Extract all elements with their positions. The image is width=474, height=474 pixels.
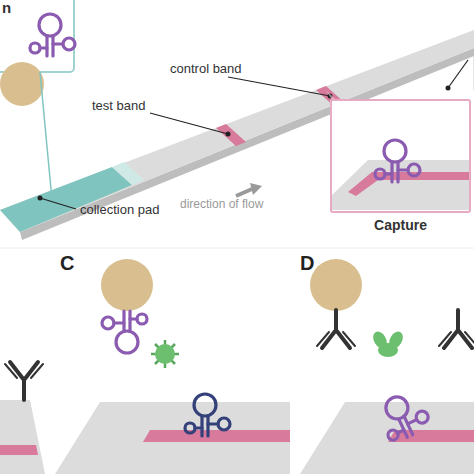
collection-pad bbox=[0, 167, 132, 232]
aptamer bbox=[102, 311, 147, 353]
strip bbox=[0, 30, 474, 232]
virus bbox=[151, 340, 179, 368]
pad-edge bbox=[112, 162, 144, 185]
test-band bbox=[143, 430, 290, 442]
leader-line bbox=[40, 198, 76, 209]
aptamer bbox=[374, 387, 433, 444]
inset-leader bbox=[40, 72, 52, 200]
panel-letter: C bbox=[60, 252, 74, 274]
leader-line bbox=[150, 113, 228, 134]
test-band bbox=[216, 124, 246, 146]
flow-label: direction of flow bbox=[180, 198, 263, 211]
antibody bbox=[317, 310, 355, 348]
leader-line bbox=[448, 60, 468, 88]
aptamer bbox=[185, 394, 230, 436]
nanoparticle bbox=[310, 259, 362, 311]
panel-letter: D bbox=[300, 252, 314, 274]
part-label: collection pad bbox=[80, 203, 160, 217]
nanoparticle bbox=[101, 259, 153, 311]
aptamer bbox=[375, 140, 420, 182]
strip-side bbox=[20, 48, 474, 240]
antibody bbox=[439, 310, 474, 348]
part-label: control band bbox=[170, 62, 242, 76]
strip bbox=[55, 402, 290, 474]
part-label: test band bbox=[92, 99, 146, 113]
leader-line bbox=[228, 77, 330, 96]
aptamer bbox=[30, 14, 75, 56]
nanoparticle bbox=[0, 62, 44, 106]
cut-label: n bbox=[2, 0, 11, 17]
inset-title: Capture bbox=[374, 217, 427, 233]
conjugate-inset bbox=[0, 0, 74, 72]
target bbox=[370, 329, 405, 357]
flow-arrow bbox=[236, 189, 252, 196]
inset-box: Capture bbox=[330, 99, 471, 213]
